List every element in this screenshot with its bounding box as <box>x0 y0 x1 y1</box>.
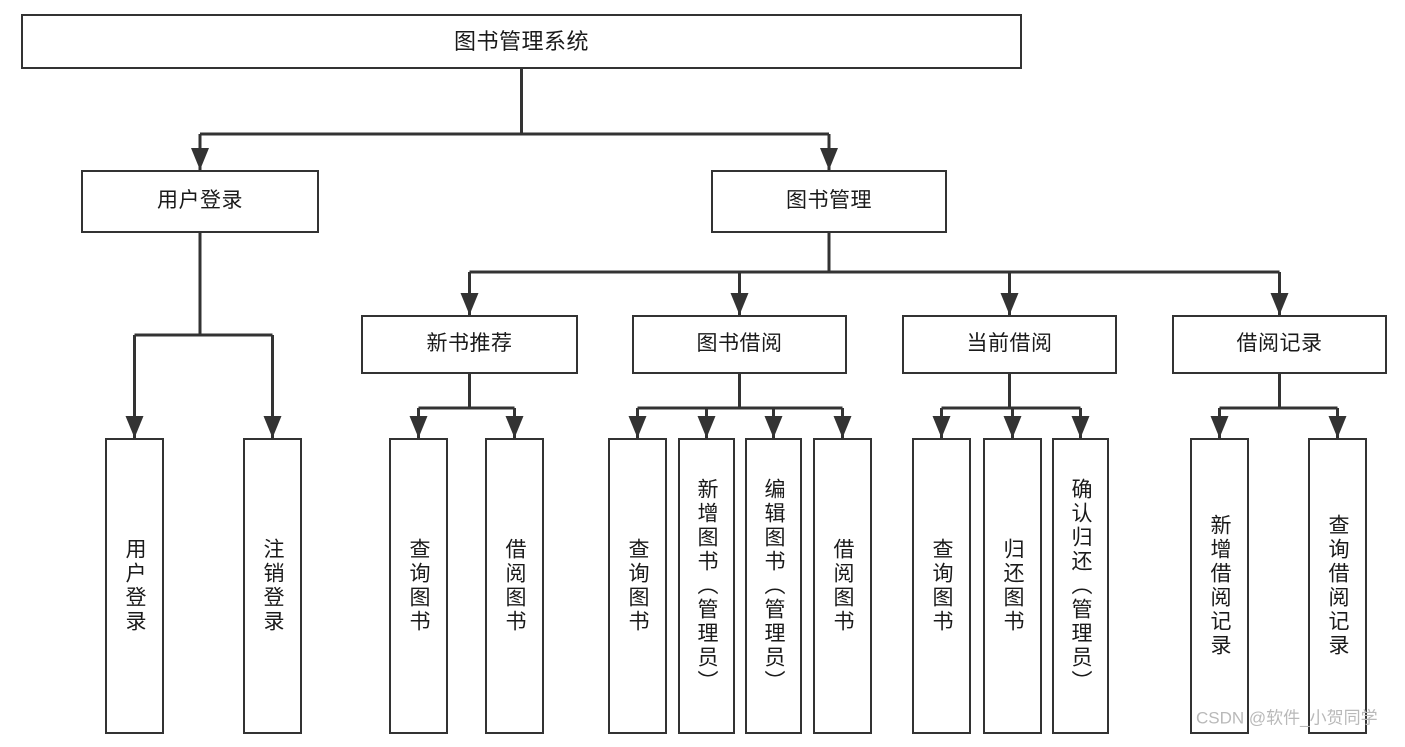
node-leaf-add-borrow-record[interactable]: 新增借阅记录 <box>1190 438 1249 734</box>
node-leaf-query-book-current[interactable]: 查询图书 <box>912 438 971 734</box>
node-leaf-edit-book-admin[interactable]: 编辑图书（管理员） <box>745 438 802 734</box>
node-leaf-query-book-new[interactable]: 查询图书 <box>389 438 448 734</box>
node-leaf-return-book[interactable]: 归还图书 <box>983 438 1042 734</box>
node-borrow-records[interactable]: 借阅记录 <box>1172 315 1387 374</box>
node-book-borrowing[interactable]: 图书借阅 <box>632 315 847 374</box>
node-label: 查询图书 <box>930 538 953 634</box>
node-label: 借阅图书 <box>831 538 854 634</box>
node-label: 用户登录 <box>123 538 146 634</box>
node-leaf-borrow-book-new[interactable]: 借阅图书 <box>485 438 544 734</box>
node-root-system[interactable]: 图书管理系统 <box>21 14 1022 69</box>
node-label: 查询借阅记录 <box>1326 514 1349 658</box>
node-label: 注销登录 <box>261 538 284 634</box>
node-label: 图书借阅 <box>696 332 783 356</box>
node-current-borrowing[interactable]: 当前借阅 <box>902 315 1117 374</box>
node-leaf-add-book-admin[interactable]: 新增图书（管理员） <box>678 438 735 734</box>
node-label: 新增图书（管理员） <box>695 478 718 694</box>
node-label: 查询图书 <box>407 538 430 634</box>
node-label: 编辑图书（管理员） <box>762 478 785 694</box>
node-book-management[interactable]: 图书管理 <box>711 170 947 233</box>
node-label: 图书管理系统 <box>453 28 589 54</box>
node-label: 用户登录 <box>157 189 243 213</box>
node-leaf-user-login[interactable]: 用户登录 <box>105 438 164 734</box>
node-label: 确认归还（管理员） <box>1069 478 1092 694</box>
node-label: 归还图书 <box>1001 538 1024 634</box>
node-label: 图书管理 <box>786 189 872 213</box>
node-user-login[interactable]: 用户登录 <box>81 170 319 233</box>
node-leaf-logout[interactable]: 注销登录 <box>243 438 302 734</box>
node-label: 新增借阅记录 <box>1208 514 1231 658</box>
node-label: 当前借阅 <box>966 332 1053 356</box>
node-new-book-recommendation[interactable]: 新书推荐 <box>361 315 578 374</box>
watermark: CSDN @软件_小贺同学 <box>1196 708 1378 728</box>
node-leaf-confirm-return-admin[interactable]: 确认归还（管理员） <box>1052 438 1109 734</box>
node-label: 借阅图书 <box>503 538 526 634</box>
node-leaf-borrow-book[interactable]: 借阅图书 <box>813 438 872 734</box>
node-label: 查询图书 <box>626 538 649 634</box>
node-leaf-query-borrow-record[interactable]: 查询借阅记录 <box>1308 438 1367 734</box>
node-label: 借阅记录 <box>1236 332 1323 356</box>
node-label: 新书推荐 <box>426 332 513 356</box>
node-leaf-query-book-borrow[interactable]: 查询图书 <box>608 438 667 734</box>
